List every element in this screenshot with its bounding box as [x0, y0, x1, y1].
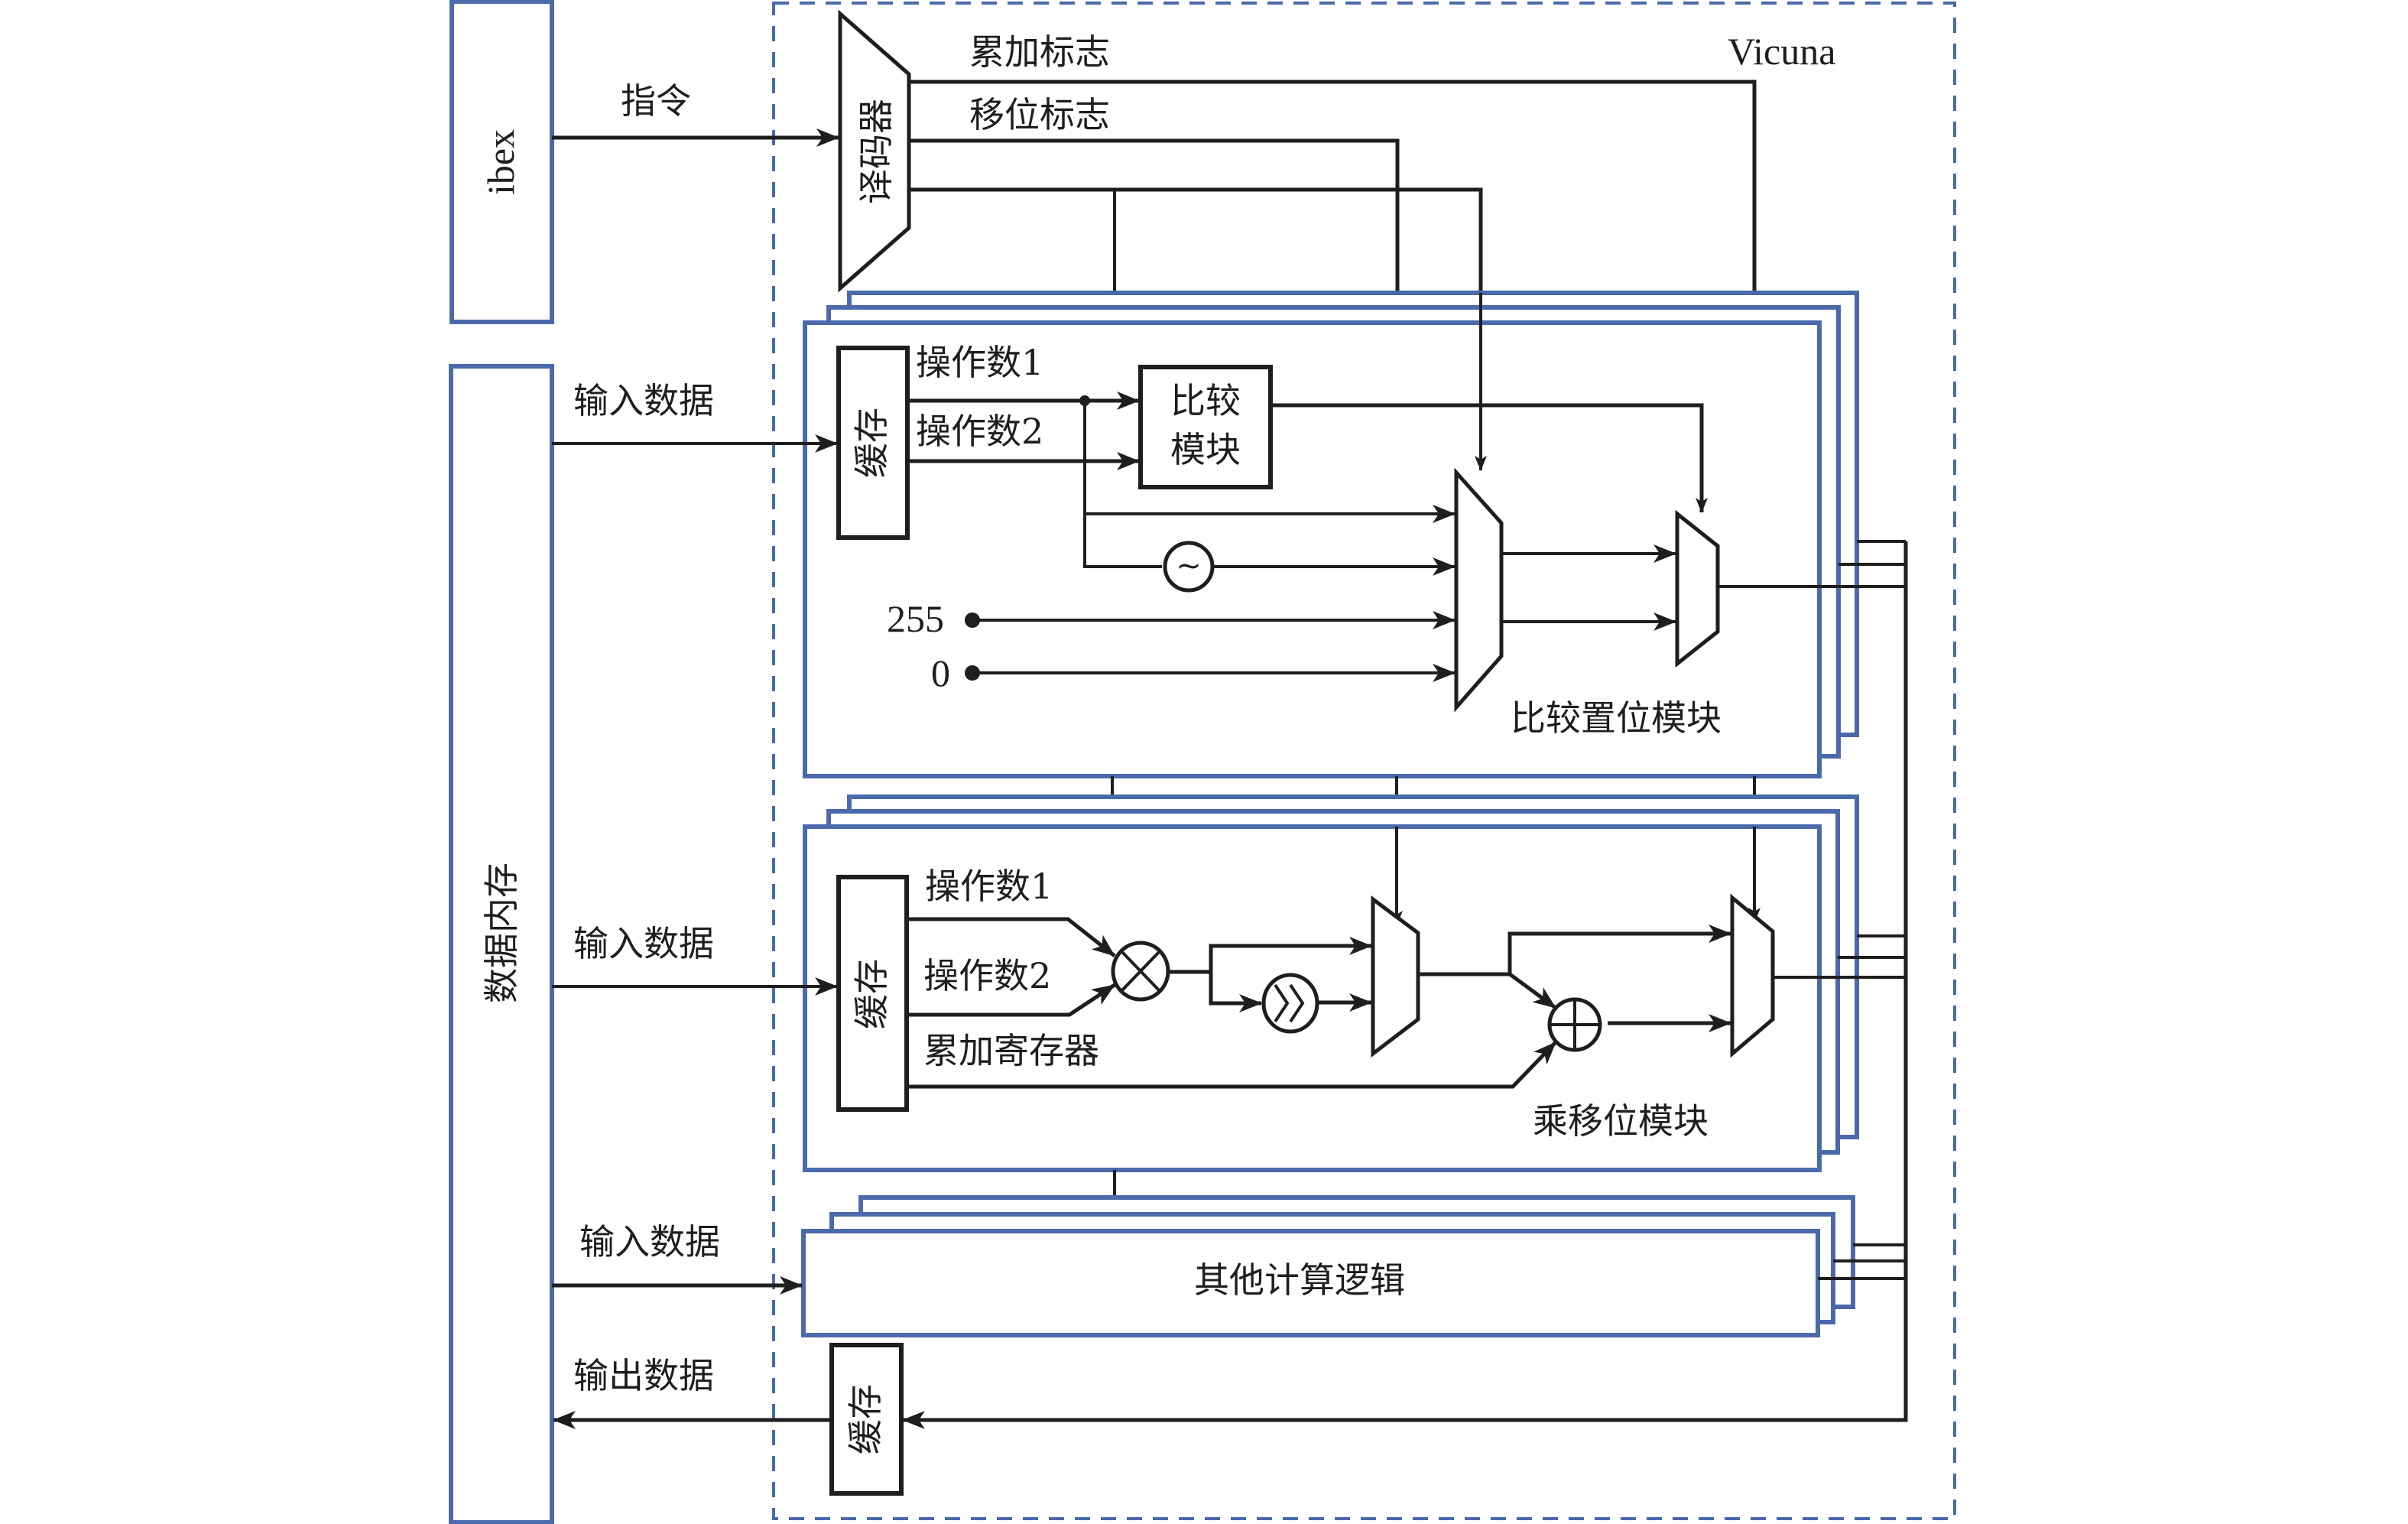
accumulate-flag-label: 累加标志: [969, 31, 1110, 73]
compare-set-module-label: 比较置位模块: [1511, 697, 1722, 739]
mul-shift-module[interactable]: [803, 794, 1859, 1172]
accumulate-flag-wire: [909, 80, 1757, 293]
input-data-label-3: 输入数据: [579, 1221, 720, 1262]
compare-block-line1: 比较: [1170, 380, 1241, 421]
compare-result-wire: [1271, 403, 1708, 513]
decoder[interactable]: 译码器: [838, 9, 911, 293]
mul-out-wire-up: [1168, 937, 1372, 974]
compare-block[interactable]: 比较 模块: [1138, 365, 1273, 489]
decoder-label: 译码器: [855, 99, 897, 204]
shift-flag-wire: [909, 138, 1400, 293]
compare-set-module[interactable]: [803, 291, 1859, 778]
vicuna-boundary: [772, 2, 1956, 1520]
input-data-label-2: 输入数据: [573, 923, 714, 964]
data-memory-label: 数据内存: [481, 863, 522, 1003]
vicuna-title: Vicuna: [1728, 30, 1835, 73]
mul-operand2-label: 操作数2: [923, 955, 1051, 996]
ibex-block[interactable]: ibex: [449, 0, 554, 324]
mul-mux-1[interactable]: [1371, 895, 1420, 1058]
input-data-label-1: 输入数据: [573, 380, 714, 421]
add-operator: [1547, 997, 1602, 1052]
invert-symbol: ~: [1176, 548, 1202, 583]
const-255-label: 255: [887, 597, 944, 640]
mul-operand1-label: 操作数1: [925, 866, 1053, 907]
output-buffer-label: 缓存: [845, 1384, 886, 1454]
compare-mux-2[interactable]: [1675, 509, 1720, 668]
operand-branch-wire: [1083, 401, 1162, 568]
const-0-label: 0: [931, 652, 950, 694]
output-bus: [902, 541, 1908, 1429]
select-wire: [909, 187, 1483, 293]
shift-operator: [1261, 973, 1319, 1034]
mul-out-wire-down: [1209, 972, 1262, 1012]
data-memory-block[interactable]: 数据内存: [449, 364, 554, 1524]
other-logic-label: 其他计算逻辑: [1194, 1259, 1405, 1301]
mux3-out-wire: [1418, 924, 1731, 976]
mul-mux-2[interactable]: [1730, 893, 1775, 1058]
compare-operand2-label: 操作数2: [916, 411, 1043, 452]
invert-operator: ~: [1163, 541, 1215, 593]
other-logic-module[interactable]: 其他计算逻辑: [801, 1195, 1855, 1337]
mul-operand2-wire: [907, 983, 1116, 1017]
mul-shift-module-label: 乘移位模块: [1533, 1100, 1709, 1142]
output-buffer[interactable]: 缓存: [829, 1343, 904, 1496]
mux3-to-adder-wire: [1508, 972, 1557, 1010]
compare-buffer[interactable]: 缓存: [836, 346, 910, 540]
mul-operand1-wire: [907, 917, 1116, 957]
mul-buffer[interactable]: 缓存: [836, 875, 909, 1112]
output-data-label: 输出数据: [573, 1355, 714, 1396]
compare-operand1-label: 操作数1: [916, 342, 1043, 383]
compare-block-line2: 模块: [1170, 429, 1241, 470]
multiply-operator: [1111, 941, 1170, 1002]
instruction-label: 指令: [621, 80, 691, 122]
mul-buffer-label: 缓存: [851, 959, 892, 1029]
compare-mux-1[interactable]: [1454, 467, 1504, 713]
compare-buffer-label: 缓存: [851, 408, 892, 478]
accumulator-wire: [907, 1041, 1557, 1089]
ibex-label: ibex: [479, 129, 522, 195]
accumulator-label: 累加寄存器: [923, 1030, 1099, 1071]
shift-flag-label: 移位标志: [969, 94, 1110, 135]
